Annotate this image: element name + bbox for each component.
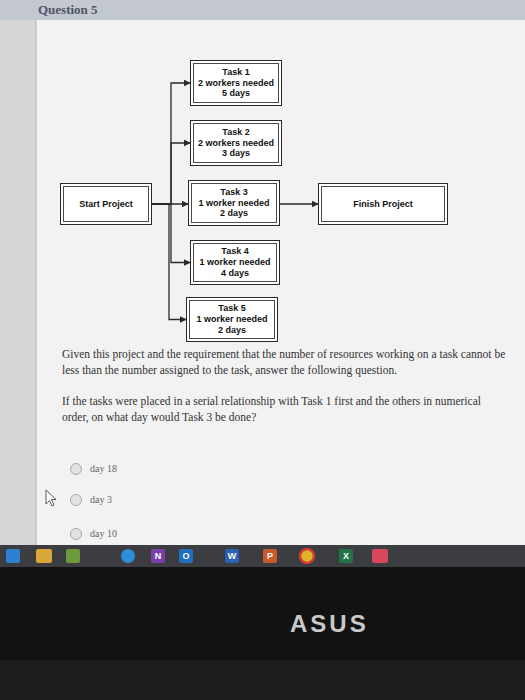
- box-text: 4 days: [221, 268, 249, 279]
- icon-letter: P: [263, 549, 277, 563]
- brand-logo: ASUS: [290, 608, 400, 640]
- task-box: Task 41 worker needed4 days: [190, 240, 280, 285]
- question-panel: [36, 20, 525, 545]
- screen-ground: [0, 0, 525, 545]
- flow-arrow: [152, 204, 186, 320]
- excel-icon: [339, 549, 353, 563]
- box-text: Task 3: [220, 187, 247, 198]
- box-text: Task 2: [222, 127, 249, 138]
- task-box: Task 12 workers needed5 days: [190, 60, 282, 106]
- flow-arrow: [280, 203, 318, 204]
- box-text: 2 days: [220, 208, 248, 219]
- title-strip: [0, 0, 525, 20]
- answer-option: day 10: [90, 527, 170, 541]
- outlook-icon: [179, 549, 193, 563]
- laptop-bezel: [0, 567, 525, 700]
- box-text: 1 worker needed: [198, 198, 269, 209]
- browser-icon: [121, 549, 135, 563]
- app-icon: [66, 549, 80, 563]
- start-box: Start Project: [60, 183, 152, 225]
- icon-letter: W: [225, 549, 239, 563]
- box-text: 1 worker needed: [199, 257, 270, 268]
- radio-button: [71, 529, 82, 540]
- box-text: 2 workers needed: [198, 78, 274, 89]
- box-text: 2 days: [218, 325, 246, 336]
- radio-button: [71, 464, 82, 475]
- finish-box: Finish Project: [318, 183, 448, 225]
- flow-arrow: [152, 204, 190, 263]
- taskbar: [0, 545, 525, 567]
- question-text: Given this project and the requirement t…: [62, 347, 524, 378]
- icon-letter: O: [179, 549, 193, 563]
- folder-icon: [36, 549, 52, 563]
- laptop-hinge: [0, 660, 525, 700]
- icon-letter: N: [151, 549, 165, 563]
- box-text: Task 4: [221, 246, 248, 257]
- powerpoint-icon: [263, 549, 277, 563]
- box-text: Task 5: [218, 303, 245, 314]
- box-text: Finish Project: [353, 199, 413, 210]
- box-text: 1 worker needed: [196, 314, 267, 325]
- panel-edge: [36, 20, 37, 545]
- word-icon: [225, 549, 239, 563]
- box-text: 3 days: [222, 148, 250, 159]
- task-box: Task 51 worker needed2 days: [186, 297, 278, 342]
- chrome-icon: [300, 549, 314, 563]
- start-icon: [6, 549, 20, 563]
- question-text: If the tasks were placed in a serial rel…: [62, 394, 502, 425]
- task-box: Task 31 worker needed2 days: [188, 180, 280, 226]
- mouse-cursor: [46, 490, 56, 506]
- box-text: 5 days: [222, 88, 250, 99]
- task-box: Task 22 workers needed3 days: [190, 120, 282, 166]
- flow-arrow: [152, 143, 190, 204]
- app-icon: [372, 549, 388, 563]
- box-text: Start Project: [79, 199, 133, 210]
- icon-letter: X: [339, 549, 353, 563]
- box-text: 2 workers needed: [198, 138, 274, 149]
- answer-option: day 18: [90, 462, 170, 476]
- flow-arrow: [152, 83, 190, 204]
- box-text: Task 1: [222, 67, 249, 78]
- question-heading: Question 5: [38, 1, 238, 19]
- onenote-icon: [151, 549, 165, 563]
- radio-button: [71, 495, 82, 506]
- answer-option: day 3: [90, 493, 170, 507]
